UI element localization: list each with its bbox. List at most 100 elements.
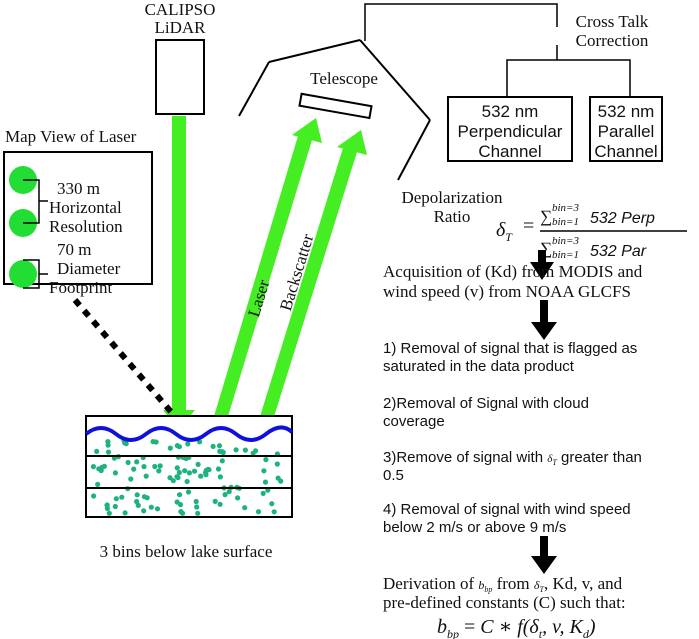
lake-particle <box>177 502 184 508</box>
lake-particle <box>203 472 209 478</box>
lake-particle <box>275 475 281 481</box>
lake-particle <box>184 478 190 485</box>
lake-particle <box>154 506 161 512</box>
acq-line2: wind speed (v) from NOAA GLCFS <box>383 282 631 301</box>
flow-arrow-2 <box>531 300 557 340</box>
step3-line1: 3)Remove of signal with δT greater than <box>383 449 642 467</box>
lake-particle <box>215 466 222 472</box>
lake-particle <box>112 503 118 510</box>
numerator-sum: ∑ <box>540 207 552 226</box>
lake-particle <box>195 510 201 516</box>
crosstalk-line2: Correction <box>576 31 649 50</box>
lake-box <box>85 415 293 518</box>
laser-downward-beam <box>163 116 195 430</box>
lake-particle <box>263 457 269 463</box>
lake-particle <box>219 458 225 464</box>
lake-particle <box>167 475 173 481</box>
lake-particle <box>242 505 248 511</box>
lake-particle <box>222 492 228 498</box>
depol-formula: δT = ∑ bin=3 bin=1 532 Perp ∑ bin=3 bin=… <box>496 202 687 261</box>
depol-label-line2: Ratio <box>434 207 471 226</box>
lake-particle <box>174 474 180 480</box>
lake-particle <box>226 489 232 495</box>
step3-line2: 0.5 <box>383 467 404 484</box>
lake-particle <box>210 443 216 449</box>
lake-surface-wave <box>84 425 294 442</box>
lake-particle <box>193 498 199 505</box>
lake-particle <box>194 504 200 510</box>
lake-particle <box>242 447 248 453</box>
lake-particle <box>170 478 176 484</box>
lake-particle <box>106 510 112 516</box>
perp-channel-line1: 532 nm <box>482 102 539 121</box>
footprint-line2: Diameter <box>57 259 121 278</box>
depol-label-line1: Depolarization <box>401 188 503 207</box>
flow-arrow-3 <box>531 536 557 574</box>
lake-particle <box>152 463 158 470</box>
lake-particle <box>260 490 266 496</box>
footprint-dotted-line <box>72 298 175 415</box>
numerator-bin-upper: bin=3 <box>552 202 579 214</box>
lake-particle <box>104 502 110 508</box>
lake-particle <box>183 455 189 462</box>
telescope-mirror <box>298 92 373 120</box>
resolution-line3: Resolution <box>49 217 123 236</box>
lake-particle <box>141 464 147 470</box>
lake-particle <box>125 459 131 466</box>
lake-particle <box>217 474 223 480</box>
par-channel-line1: 532 nm <box>598 102 655 121</box>
lake-particle <box>167 445 173 451</box>
lake-particle <box>274 461 280 467</box>
final-formula: bbp = C ∗ f(δt, v, Kd) <box>437 616 596 639</box>
perpendicular-channel-box <box>447 96 573 162</box>
lake-particle <box>205 466 211 472</box>
resolution-line2: Horizontal <box>49 198 122 217</box>
lake-particle <box>141 508 147 514</box>
perp-channel-line3: Channel <box>478 142 541 161</box>
telescope-housing <box>238 39 431 181</box>
lake-particle <box>182 468 188 474</box>
footprint-line1: 70 m <box>57 240 91 259</box>
lake-particle <box>191 468 198 474</box>
lake-particle <box>233 447 239 453</box>
lake-particle <box>174 443 180 449</box>
lake-particle <box>135 502 141 508</box>
lake-particle <box>95 481 101 487</box>
laser-beam-label: Laser <box>244 277 273 319</box>
lake-particle <box>220 449 226 456</box>
acq-line1: Acquisition of (Kd) from MODIS and <box>383 262 643 281</box>
step1-line1: 1) Removal of signal that is flagged as <box>383 340 637 357</box>
lake-particle <box>255 509 262 515</box>
lake-particle <box>185 441 191 447</box>
step2-line1: 2)Removal of Signal with cloud <box>383 395 589 412</box>
lake-particle <box>141 494 147 500</box>
lidar-label-line2: LiDAR <box>155 18 207 37</box>
step4-line1: 4) Removal of signal with wind speed <box>383 501 631 518</box>
lake-particle <box>177 492 183 498</box>
lake-particle <box>198 473 204 479</box>
par-channel-line3: Channel <box>594 142 657 161</box>
lidar-box <box>155 39 205 115</box>
denominator-term: 532 Par <box>590 243 647 260</box>
map-view-title: Map View of Laser <box>5 127 137 146</box>
lake-particle <box>185 489 192 495</box>
lake-particle <box>235 495 241 501</box>
lake-particle <box>112 470 118 476</box>
par-channel-line2: Parallel <box>598 122 655 141</box>
lake-particle <box>217 501 223 507</box>
numerator-term: 532 Perp <box>590 210 655 227</box>
lake-particles <box>90 437 284 516</box>
lake-particle <box>94 448 100 454</box>
footprint-line3: Footprint <box>49 278 113 297</box>
lake-particle <box>195 461 201 467</box>
lake-particle <box>105 449 112 455</box>
delta-t-symbol: δT <box>496 219 513 244</box>
denominator-bin-upper: bin=3 <box>552 235 579 247</box>
flow-arrow-1 <box>530 250 554 280</box>
footprint-bracket <box>23 259 48 289</box>
lake-particle <box>250 450 256 456</box>
lake-particle <box>186 470 192 476</box>
lake-caption: 3 bins below lake surface <box>100 542 273 561</box>
backscatter-upward-beam <box>258 130 367 423</box>
